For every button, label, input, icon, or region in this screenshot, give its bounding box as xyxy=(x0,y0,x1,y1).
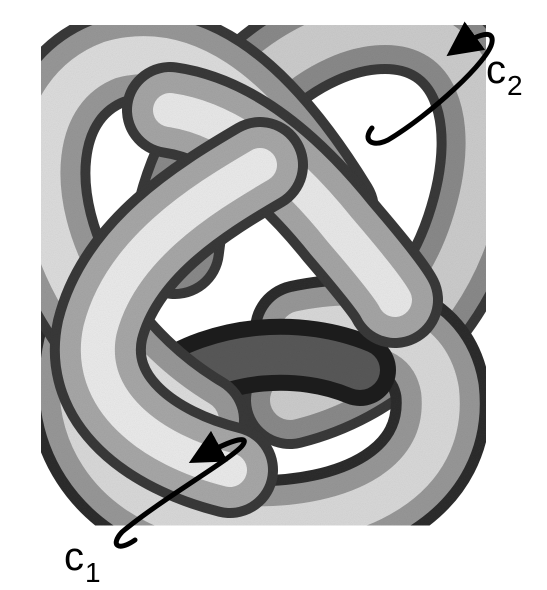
knot-tube xyxy=(41,25,485,525)
label-c1-main: c xyxy=(64,535,84,579)
label-c2: c2 xyxy=(486,50,523,90)
label-c2-main: c xyxy=(486,48,506,92)
label-c2-subscript: 2 xyxy=(507,70,523,101)
label-c1: c1 xyxy=(64,537,101,577)
label-c1-subscript: 1 xyxy=(85,557,101,588)
tube-segment-front-strand xyxy=(98,165,260,470)
